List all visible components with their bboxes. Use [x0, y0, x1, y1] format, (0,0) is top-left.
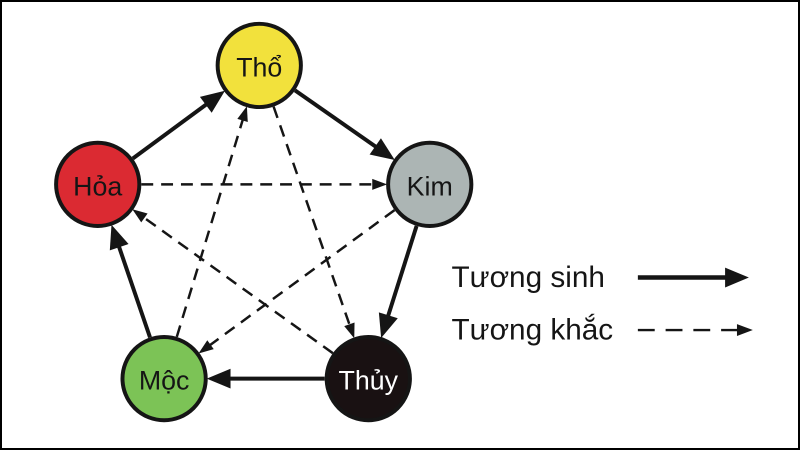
arrow-khac-kim-moc [208, 209, 396, 347]
arrow-khac-moc-tho [175, 118, 245, 338]
node-thuy [324, 335, 412, 423]
arrow-sinh-moc-hoa [116, 244, 152, 338]
node-kim [386, 140, 474, 228]
arrow-sinh-kim-thuy [385, 225, 419, 318]
node-moc [120, 335, 208, 423]
arrowhead-moc-hoa [109, 224, 129, 251]
node-tho [215, 21, 303, 110]
legend-label-khac: Tương khắc [452, 314, 614, 347]
arrowhead-kim-moc [198, 340, 214, 354]
node-hoa [54, 140, 142, 228]
arrowhead-moc-tho [237, 106, 248, 123]
arrow-khac-thuy-hoa [142, 215, 334, 355]
node-label-tho: Thổ [236, 52, 282, 82]
arrowhead-hoa-kim [372, 178, 388, 190]
node-label-hoa: Hỏa [73, 171, 122, 201]
legend-arrowhead-sinh [725, 267, 749, 288]
arrowhead-thuy-hoa [132, 209, 148, 223]
arrow-sinh-tho-kim [293, 88, 379, 150]
arrowhead-tho-thuy [344, 322, 355, 339]
arrowhead-thuy-moc [206, 368, 231, 389]
arrow-khac-tho-thuy [272, 106, 352, 327]
legend-arrowhead-khac [736, 324, 753, 337]
arrowhead-tho-kim [369, 138, 395, 160]
legend-label-sinh: Tương sinh [452, 261, 605, 294]
node-label-kim: Kim [407, 171, 453, 201]
arrow-sinh-hoa-tho [131, 102, 209, 161]
node-label-thuy: Thủy [339, 366, 399, 396]
node-label-moc: Mộc [139, 366, 190, 396]
arrowhead-hoa-tho [199, 90, 225, 113]
arrowhead-kim-thuy [378, 312, 398, 338]
